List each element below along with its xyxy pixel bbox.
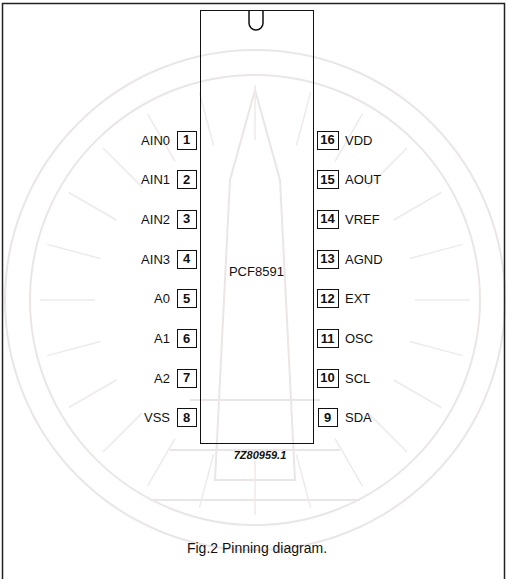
watermark-ray xyxy=(415,299,470,301)
pin-number-box: 12 xyxy=(317,289,339,308)
pin-number: 9 xyxy=(324,411,331,424)
pin-number: 1 xyxy=(183,133,190,146)
pin-number-box: 14 xyxy=(317,210,339,229)
notch-outline xyxy=(249,10,263,30)
watermark-ray xyxy=(410,244,463,258)
watermark-ray xyxy=(148,439,176,487)
ic-notch xyxy=(199,9,313,49)
watermark-ray xyxy=(254,85,256,140)
pin-number: 15 xyxy=(320,173,334,186)
pin-number-box: 1 xyxy=(177,131,197,150)
pin-number: 3 xyxy=(183,212,190,225)
watermark-ray xyxy=(394,193,442,221)
pin-name: OSC xyxy=(345,332,373,345)
watermark-ray xyxy=(47,341,100,355)
pin-number-box: 8 xyxy=(177,408,197,427)
pin-name: A1 xyxy=(154,332,170,345)
pin-name: AOUT xyxy=(345,173,381,186)
watermark-rays xyxy=(40,85,470,515)
pin-number: 8 xyxy=(183,411,190,424)
pin-name: A2 xyxy=(154,372,170,385)
pin-number: 10 xyxy=(320,371,334,384)
pin-name: SDA xyxy=(345,411,372,424)
pin-number: 12 xyxy=(320,292,334,305)
watermark-ray xyxy=(69,193,117,221)
watermark-ray xyxy=(296,455,310,508)
watermark-ray xyxy=(296,92,310,145)
pin-name: AIN1 xyxy=(141,173,170,186)
pin-number-box: 10 xyxy=(317,369,339,388)
watermark-ray xyxy=(40,299,95,301)
watermark-ray xyxy=(199,92,213,145)
ic-body: PCF8591 xyxy=(200,10,314,444)
pin-number-box: 5 xyxy=(177,289,197,308)
pin-name: VREF xyxy=(345,213,380,226)
pin-name: VDD xyxy=(345,134,372,147)
watermark-ray xyxy=(368,413,407,452)
watermark-ray xyxy=(69,380,117,408)
pin-name: AIN0 xyxy=(141,134,170,147)
pin-number-box: 7 xyxy=(177,369,197,388)
pin-number-box: 6 xyxy=(177,329,197,348)
watermark-ray xyxy=(410,341,463,355)
figure-frame xyxy=(3,4,505,579)
pin-number-box: 2 xyxy=(177,170,197,189)
pin-number: 11 xyxy=(321,332,335,345)
figure-caption: Fig.2 Pinning diagram. xyxy=(187,541,327,555)
watermark-ray xyxy=(103,413,142,452)
pin-number: 13 xyxy=(320,252,334,265)
watermark-ray xyxy=(47,244,100,258)
pin-number-box: 13 xyxy=(317,250,339,269)
pin-number: 4 xyxy=(183,252,190,265)
watermark-ray xyxy=(199,455,213,508)
pin-number-box: 15 xyxy=(317,170,339,189)
pin-name: AIN3 xyxy=(141,253,170,266)
pin-name: VSS xyxy=(144,411,170,424)
pin-name: SCL xyxy=(345,372,370,385)
pin-number-box: 16 xyxy=(317,131,339,150)
watermark-seal xyxy=(5,50,505,550)
pin-name: EXT xyxy=(345,292,370,305)
watermark-ray xyxy=(394,380,442,408)
chip-name: PCF8591 xyxy=(229,265,284,278)
pin-number: 5 xyxy=(183,292,190,305)
pin-number: 14 xyxy=(320,212,334,225)
pin-number: 16 xyxy=(320,133,334,146)
pin-name: AGND xyxy=(345,253,383,266)
pin-number: 6 xyxy=(183,332,190,345)
pin-number-box: 11 xyxy=(317,329,339,348)
pin-number: 2 xyxy=(183,173,190,186)
pin-name: A0 xyxy=(154,292,170,305)
pin-name: AIN2 xyxy=(141,213,170,226)
watermark-ray xyxy=(335,439,363,487)
pin-number-box: 9 xyxy=(318,408,338,427)
drawing-code: 7Z80959.1 xyxy=(234,450,287,461)
watermark-ray xyxy=(254,460,256,515)
pin-number-box: 4 xyxy=(177,250,197,269)
pin-number: 7 xyxy=(183,371,190,384)
pin-number-box: 3 xyxy=(177,210,197,229)
watermark-ray xyxy=(103,148,142,187)
